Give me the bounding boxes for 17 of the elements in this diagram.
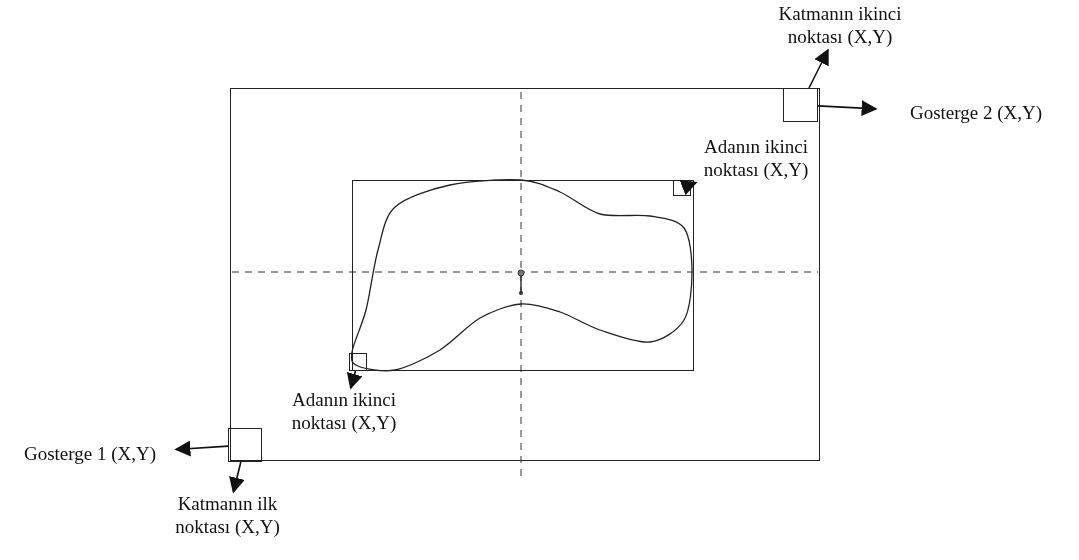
arrow <box>174 440 229 457</box>
arrow <box>229 461 245 494</box>
callout-label: Gosterge 1 (X,Y) <box>22 442 158 465</box>
callout-label: Adanın ikinci noktası (X,Y) <box>290 388 398 434</box>
point-marker-square <box>349 353 367 371</box>
point-marker-square <box>228 428 262 462</box>
arrow <box>679 180 698 196</box>
point-marker-square <box>673 180 691 196</box>
point-marker-square <box>783 88 818 122</box>
layer-rectangle <box>230 88 820 461</box>
callout-label: Gosterge 2 (X,Y) <box>908 101 1044 124</box>
arrow <box>808 48 829 89</box>
callout-label: Adanın ikinci noktası (X,Y) <box>702 135 810 181</box>
callout-label: Katmanın ikinci noktası (X,Y) <box>777 2 903 48</box>
arrow <box>346 370 363 390</box>
arrow <box>817 100 878 117</box>
callout-label: Katmanın ilk noktası (X,Y) <box>174 492 281 538</box>
